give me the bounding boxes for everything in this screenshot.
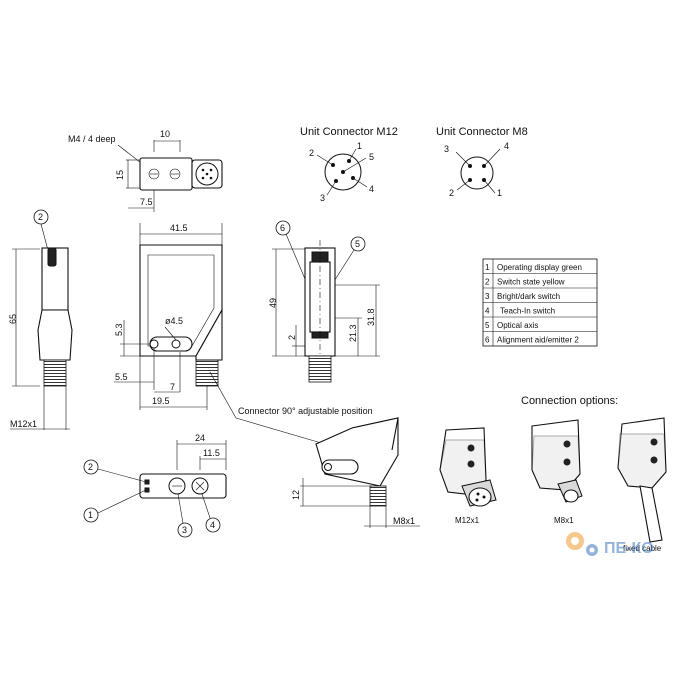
option-cable-label: fixed cable [623,544,662,553]
m12-title: Unit Connector M12 [300,126,398,138]
callout-2-bottom: 2 [88,462,93,472]
dim-31-8: 31.8 [366,308,376,326]
dim-11-5: 11.5 [203,448,220,458]
m12-pin-5: 5 [369,152,374,162]
dim-19-5: 19.5 [152,396,170,406]
legend-text-1: Operating display green [497,263,582,272]
dim-65: 65 [8,314,18,324]
legend-num-1: 1 [485,263,490,272]
thread-m12-label: M12x1 [10,419,37,429]
legend-text-2: Switch state yellow [497,278,565,287]
top-height-dim: 15 [115,170,125,180]
bottom-view: 24 11.5 2 1 3 4 [83,433,227,538]
thread-m8-label: M8x1 [393,516,415,526]
option-m8-label: M8x1 [554,516,574,525]
option-cable-illustration: fixed cable [617,417,667,553]
dim-hole: ø4.5 [165,316,183,326]
dim-41-5: 41.5 [170,223,188,233]
legend-num-6: 6 [485,336,490,345]
m12-pin-2: 2 [309,148,314,158]
dim-24: 24 [195,433,205,443]
callout-2-left: 2 [38,212,43,222]
mounting-depth-label: M4 / 4 deep [68,134,116,144]
connector-90-label: Connector 90° adjustable position [238,406,373,416]
option-m8-illustration: M8x1 [531,419,583,525]
left-side-view: 2 65 M12x1 [8,209,73,430]
callout-4-bottom: 4 [210,520,215,530]
m8-pin-2: 2 [449,188,454,198]
m12-pin-1: 1 [357,141,362,151]
legend-num-5: 5 [485,321,490,330]
legend-num-4: 4 [485,307,490,316]
callout-6: 6 [280,223,285,233]
watermark-text: ПЕ-КО [604,540,654,557]
dim-5-3: 5.3 [114,323,124,336]
m12-pin-3: 3 [320,193,325,203]
top-width-dim: 10 [160,129,170,139]
legend-num-2: 2 [485,278,490,287]
legend-table: 1 Operating display green 2 Switch state… [482,258,598,347]
legend-text-5: Optical axis [497,321,538,330]
connector-90-view: Connector 90° adjustable position 12 M8x… [209,371,420,528]
legend-num-3: 3 [485,292,490,301]
front-view: 41.5 ø4.5 5.3 5.5 7 19.5 [114,223,223,410]
option-m12-label: M12x1 [455,516,480,525]
dim-2: 2 [287,335,297,340]
watermark-logo: ПЕ-КО [566,532,654,557]
top-offset-dim: 7.5 [140,197,153,207]
legend-text-3: Bright/dark switch [497,292,560,301]
callout-5: 5 [355,239,360,249]
m8-pin-4: 4 [504,141,509,151]
m8-pin-1: 1 [497,188,502,198]
m12-pin-4: 4 [369,184,374,194]
connection-options-title: Connection options: [521,395,618,407]
dim-5-5: 5.5 [115,372,128,382]
connector-m8-pinout: Unit Connector M8 1 2 3 4 [436,126,528,198]
dim-49: 49 [268,298,278,308]
m8-title: Unit Connector M8 [436,126,528,138]
dim-21-3: 21.3 [348,324,358,342]
dim-7: 7 [170,382,175,392]
legend-text-6: Alignment aid/emitter 2 [497,336,579,345]
callout-1-bottom: 1 [88,510,93,520]
dim-12: 12 [291,490,301,500]
callout-3-bottom: 3 [182,525,187,535]
connector-m12-pinout: Unit Connector M12 1 2 3 4 5 [300,126,398,203]
top-view: M4 / 4 deep 10 15 7.5 [68,129,223,212]
side-view: 6 5 49 2 21.3 31.8 [268,220,380,383]
connection-options: Connection options: M12x1 M8x1 [439,395,667,553]
option-m12-illustration: M12x1 [439,427,497,525]
m8-pin-3: 3 [444,144,449,154]
legend-text-4: Teach-In switch [500,307,555,316]
